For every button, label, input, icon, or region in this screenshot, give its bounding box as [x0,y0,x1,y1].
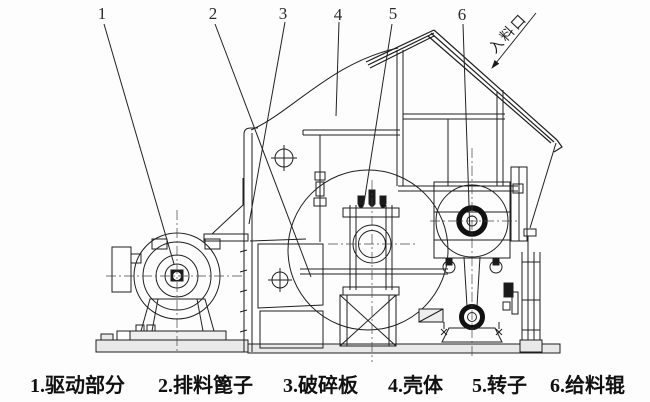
x-brace-stand [339,294,397,347]
callout-4: 4 [334,5,343,24]
leader-2 [214,23,312,278]
bolt-mark-upper [271,145,297,171]
callout-numbers: 1 2 3 4 5 6 [98,4,467,24]
roller-centerlines [430,148,518,358]
callout-leader-lines [103,12,537,278]
motor-pedestal [140,298,215,332]
door-panel-upper [257,243,324,309]
feed-inlet-arrow [491,12,537,69]
leader-1 [103,23,175,265]
caption-item-shell: 4.壳体 [388,375,443,397]
shell-circle [287,169,449,331]
caption-item-rotor: 5.转子 [472,375,527,397]
right-wall-frame [502,142,557,353]
rotor-assembly [300,189,448,347]
door-panel-lower [259,310,324,349]
caption-item-drive: 1.驱动部分 [30,375,125,397]
shell-hull-curve [250,47,399,131]
casing-left-wall [203,127,324,352]
drive-centerlines [106,210,242,351]
front-support-leg [211,178,244,235]
base-plates [95,330,561,354]
feed-chute-roof [365,29,563,153]
caption-item-grate: 2.排料篦子 [158,375,253,397]
drive-unit [111,232,227,341]
feed-roller-assembly [418,181,511,343]
leader-5 [363,23,393,204]
leader-4 [335,21,340,117]
callout-1: 1 [98,4,107,23]
roller-pedestal [441,327,503,343]
rotor-centerlines [328,180,416,362]
feed-inlet-label: 入料口 [486,11,530,57]
callout-3: 3 [279,4,288,23]
bolt-mark-door [268,268,292,292]
callout-2: 2 [209,4,218,23]
casing-shell [250,47,524,331]
callout-5: 5 [389,4,398,23]
caption-item-feedroll: 6.给料辊 [550,375,625,397]
leader-6 [462,23,471,236]
leader-3 [248,21,286,225]
fan-housing [111,246,132,293]
callout-6: 6 [458,5,467,24]
caption-item-breaker: 3.破碎板 [283,375,358,397]
caption: 1.驱动部分 2.排料篦子 3.破碎板 4.壳体 5.转子 6.给料辊 [0,369,650,402]
